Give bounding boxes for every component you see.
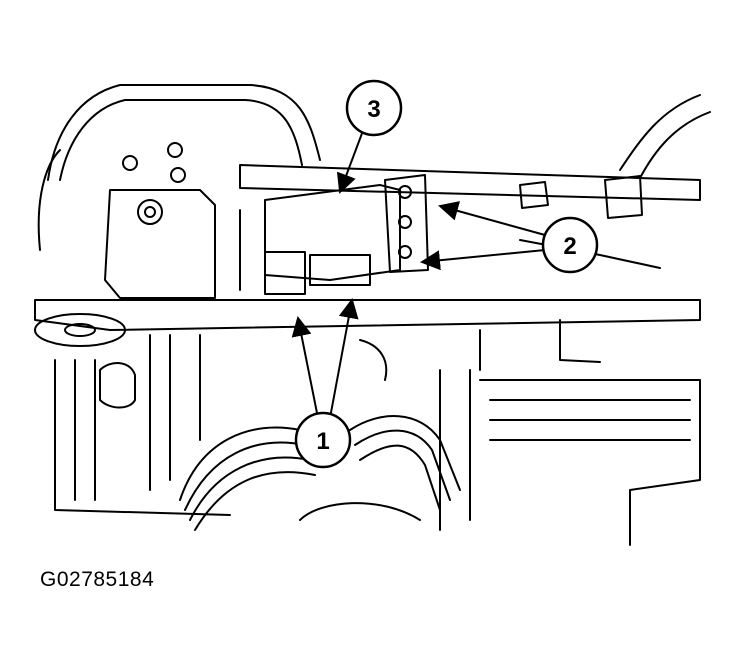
figure-id: G02785184: [40, 568, 155, 591]
callout-3: 3: [345, 79, 403, 137]
callout-1-label: 1: [316, 428, 329, 455]
line-art: [34, 84, 711, 546]
callout-1: 1: [294, 411, 352, 469]
leader-2-a: [438, 201, 546, 236]
callout-3-label: 3: [367, 96, 380, 123]
leader-1-b: [329, 298, 359, 419]
callout-2-label: 2: [563, 233, 576, 260]
callout-2: 2: [541, 216, 599, 274]
leader-lines: [291, 127, 546, 419]
leader-3: [336, 127, 365, 194]
leader-2-b: [420, 249, 546, 271]
leader-1-a: [291, 316, 319, 419]
